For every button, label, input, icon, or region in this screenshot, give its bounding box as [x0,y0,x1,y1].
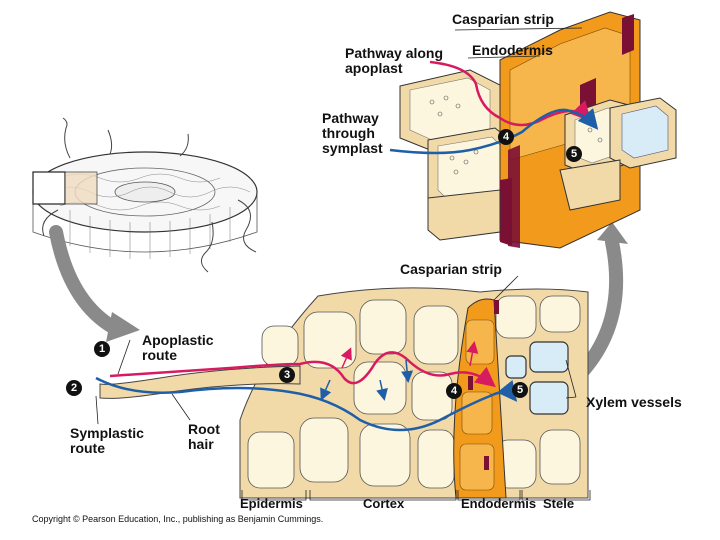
step-4-marker-top: 4 [498,129,514,145]
endodermis-detail [389,11,677,249]
copyright-text: Copyright © Pearson Education, Inc., pub… [32,514,324,524]
apoplastic-route-label: Apoplastic route [142,332,214,363]
step-4-marker: 4 [446,383,462,399]
zoom-arrow-left [49,225,140,342]
step-5-marker: 5 [512,382,528,398]
casparian-strip-label-mid: Casparian strip [400,261,502,277]
step-3-marker: 3 [279,367,295,383]
pathway-apoplast-label: Pathway along apoplast [345,45,444,76]
root-cross-section [32,117,258,273]
symplastic-route-label: Symplastic route [70,425,144,456]
zoom-arrow-right [575,222,628,379]
endodermis-label-bottom: Endodermis [461,496,537,511]
casparian-strip-label-top: Casparian strip [452,11,554,27]
step-1-marker: 1 [94,341,110,357]
xylem-vessels-label: Xylem vessels [586,394,682,410]
epidermis-label: Epidermis [240,496,303,511]
tissue-section-detail [95,287,589,499]
pathway-symplast-label: Pathway through symplast [322,110,383,156]
leader-lines [95,27,591,501]
step-2-marker: 2 [66,380,82,396]
step-5-marker-top: 5 [566,146,582,162]
cortex-label: Cortex [363,496,405,511]
stele-label: Stele [543,496,575,511]
root-hair-label: Root hair [188,421,220,452]
endodermis-label-top: Endodermis [472,42,553,58]
